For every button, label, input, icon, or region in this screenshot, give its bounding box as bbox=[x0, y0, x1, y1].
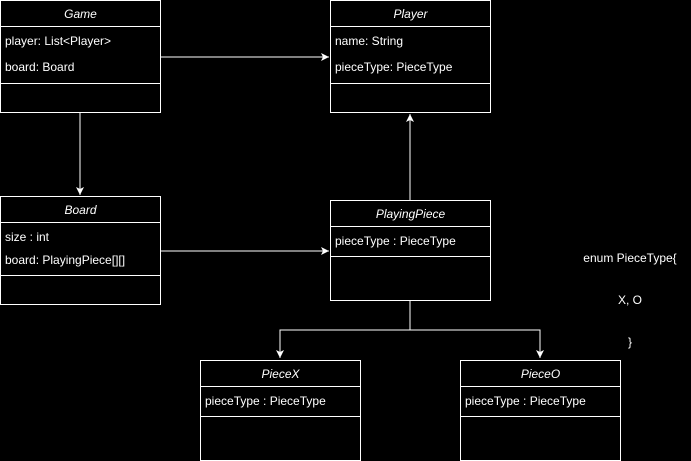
class-player-attribute: pieceType: PieceType bbox=[335, 60, 453, 74]
class-piece-o-name: PieceO bbox=[461, 361, 620, 387]
class-player-name: Player bbox=[331, 1, 490, 27]
class-board-attribute: size : int bbox=[5, 230, 50, 244]
class-game[interactable]: Game player: List<Player> board: Board bbox=[0, 0, 161, 113]
class-game-attribute: player: List<Player> bbox=[5, 34, 112, 48]
edge-playingpiece-piecex bbox=[276, 300, 411, 358]
class-board-name: Board bbox=[1, 197, 160, 223]
class-board-attribute: board: PlayingPiece[][] bbox=[5, 253, 126, 267]
class-player[interactable]: Player name: String pieceType: PieceType bbox=[330, 0, 491, 113]
class-playing-piece[interactable]: PlayingPiece pieceType : PieceType bbox=[330, 200, 491, 301]
class-piece-x-attribute: pieceType : PieceType bbox=[205, 394, 326, 408]
enum-note-line: X, O bbox=[617, 293, 642, 307]
class-board[interactable]: Board size : int board: PlayingPiece[][] bbox=[0, 196, 161, 305]
edge-playingpiece-pieceo bbox=[410, 329, 544, 358]
class-playing-piece-name: PlayingPiece bbox=[331, 201, 490, 227]
class-playing-piece-attribute: pieceType : PieceType bbox=[335, 234, 456, 248]
class-piece-o-attribute: pieceType : PieceType bbox=[465, 394, 586, 408]
class-game-attribute: board: Board bbox=[5, 60, 75, 74]
class-piece-x[interactable]: PieceX pieceType : PieceType bbox=[200, 360, 361, 461]
class-player-attribute: name: String bbox=[335, 34, 404, 48]
class-game-name: Game bbox=[1, 1, 160, 27]
class-piece-o[interactable]: PieceO pieceType : PieceType bbox=[460, 360, 621, 461]
class-piece-x-name: PieceX bbox=[201, 361, 360, 387]
enum-note-line: } bbox=[627, 335, 632, 349]
enum-note-line: enum PieceType{ bbox=[583, 251, 677, 265]
enum-note[interactable]: enum PieceType{ X, O } bbox=[570, 223, 690, 363]
